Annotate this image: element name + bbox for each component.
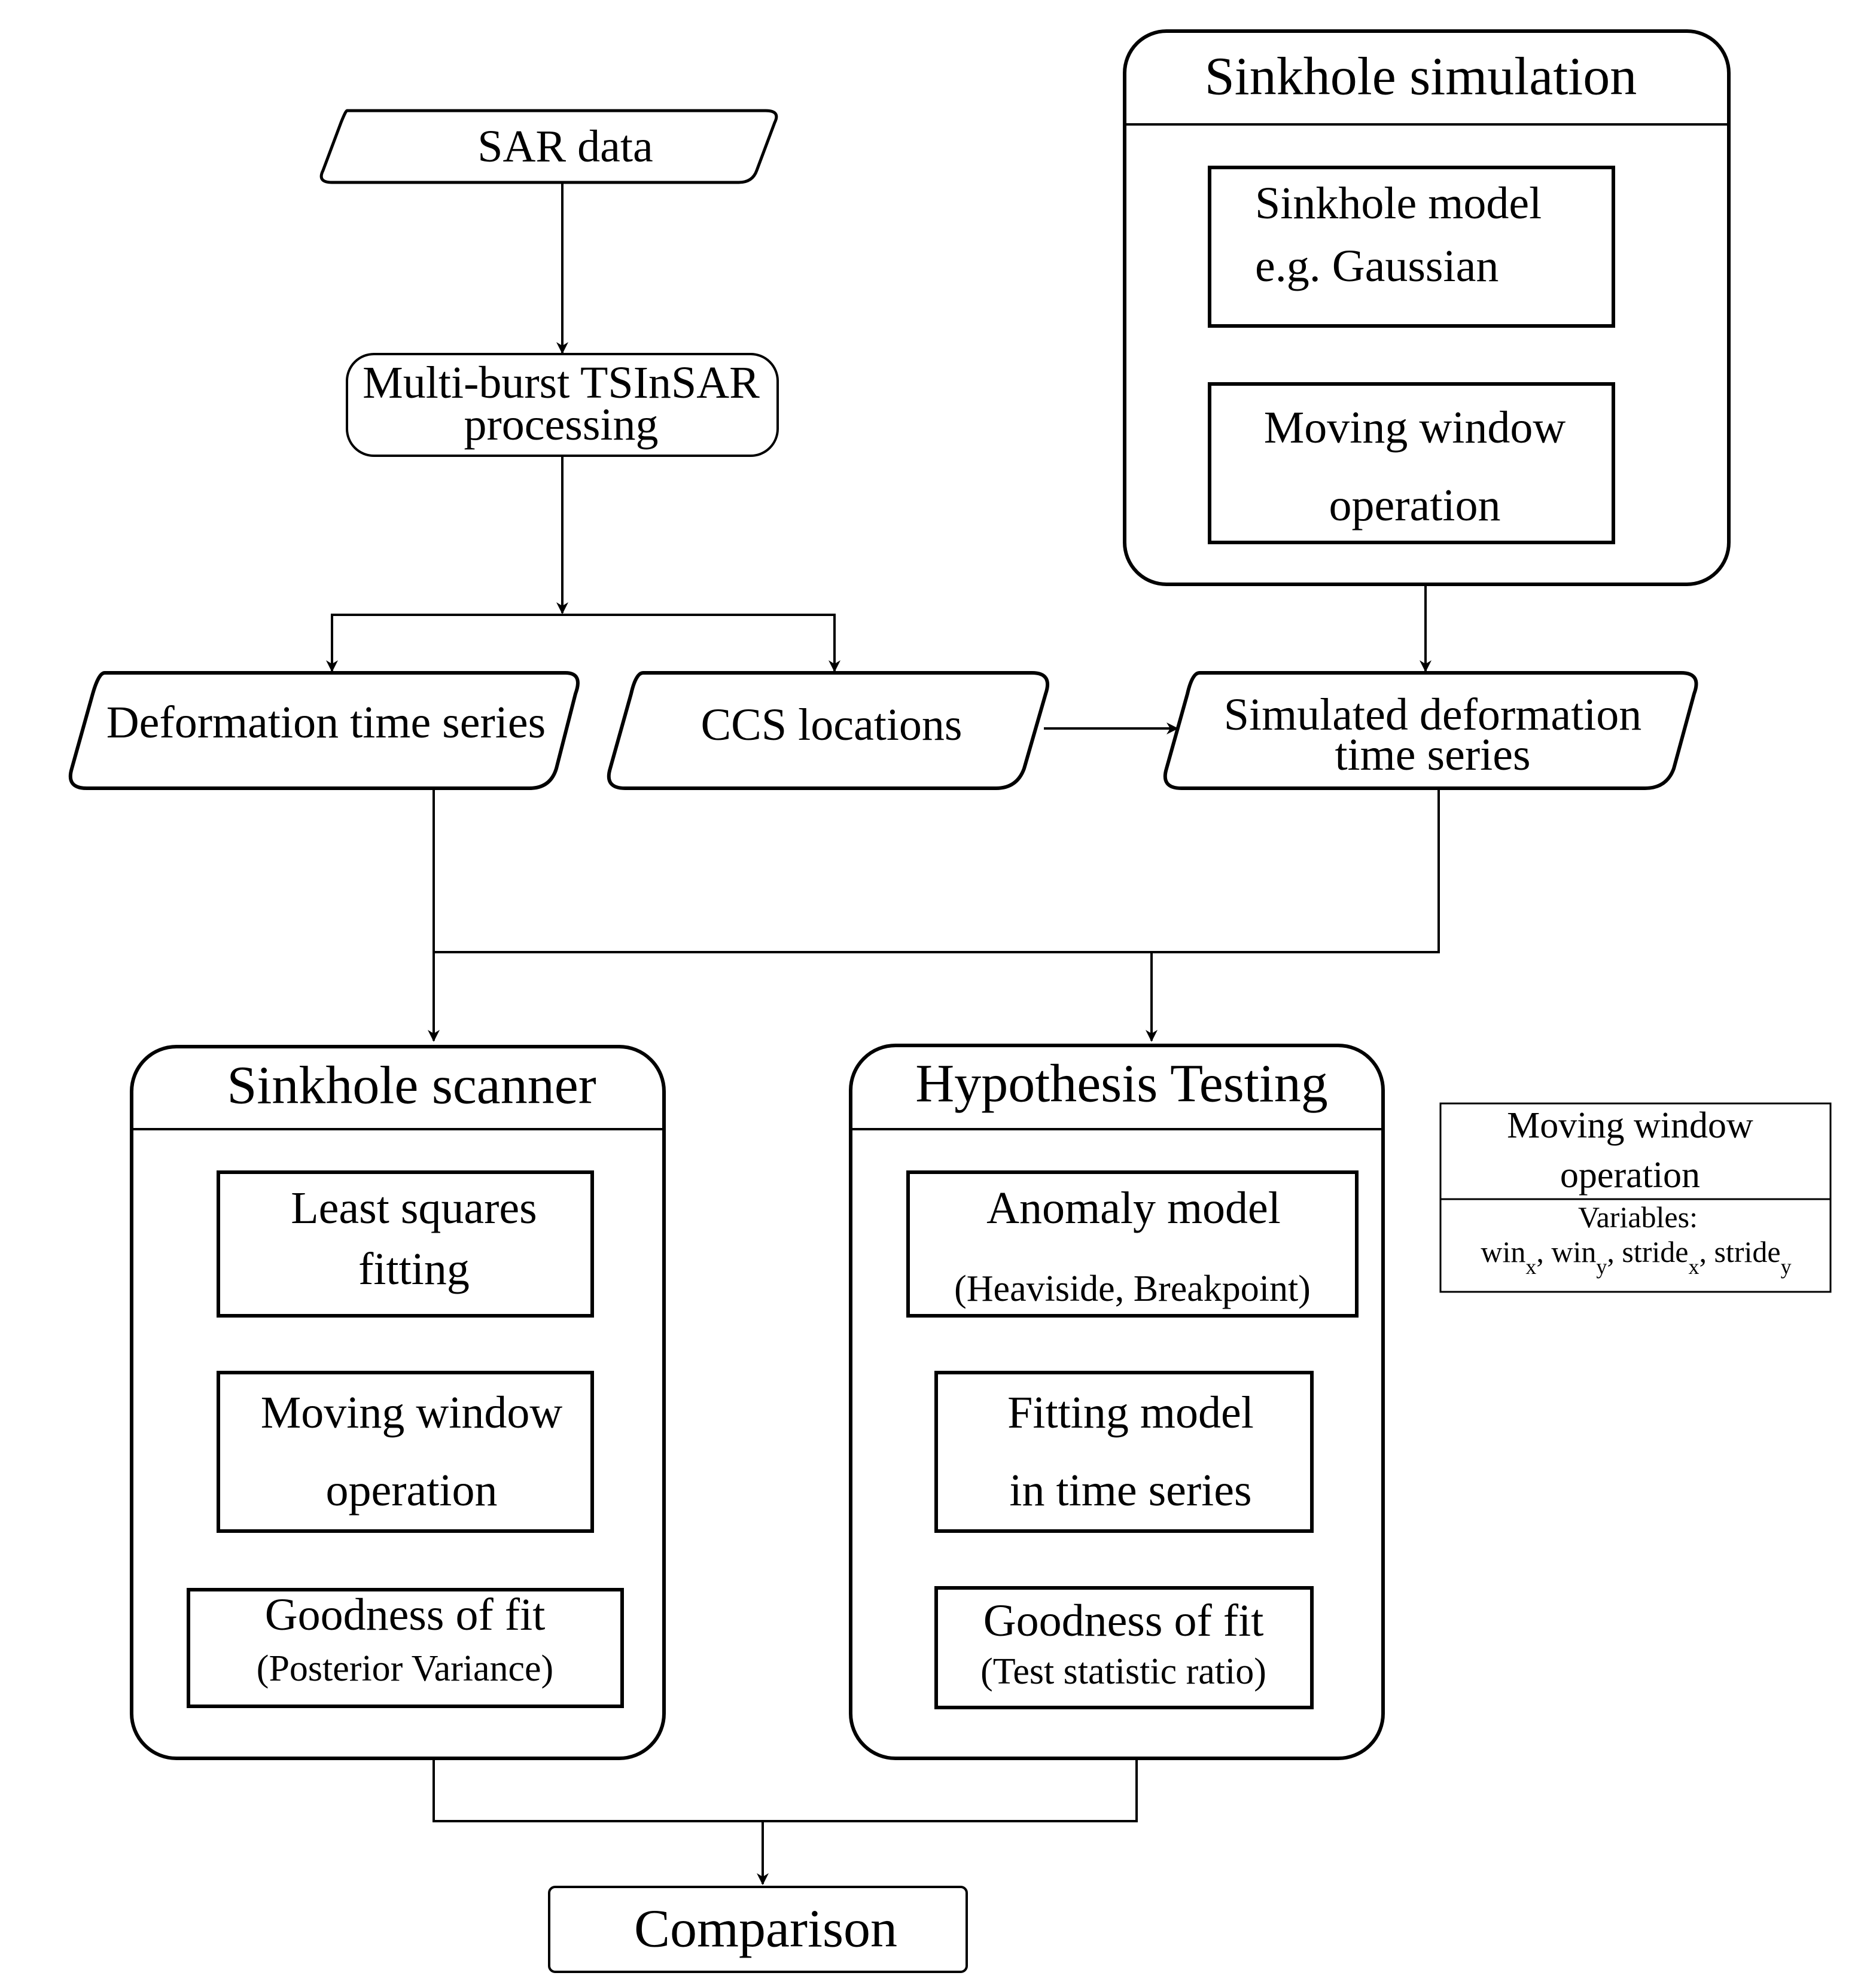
deformation-time-series-node: Deformation time series <box>68 671 580 790</box>
hypothesis-testing-container: Hypothesis Testing Anomaly model (Heavis… <box>849 1044 1385 1760</box>
legend-title-line2: operation <box>1560 1155 1700 1196</box>
sinkhole-model-line2: e.g. Gaussian <box>1255 241 1499 291</box>
sinkhole-simulation-container: Sinkhole simulation Sinkhole model e.g. … <box>1123 29 1731 586</box>
hypothesis-gof-line1: Goodness of fit <box>983 1596 1264 1646</box>
scanner-gof-line1: Goodness of fit <box>265 1590 546 1640</box>
fitting-model-box: Fitting model in time series <box>934 1371 1314 1533</box>
merge-bar <box>433 1760 1138 1822</box>
sinkhole-model-box: Sinkhole model e.g. Gaussian <box>1208 166 1615 328</box>
least-squares-box: Least squares fitting <box>217 1170 594 1318</box>
simulated-deformation-line1: Simulated deformation <box>1224 690 1642 740</box>
simulated-deformation-line2: time series <box>1335 730 1530 780</box>
scanner-moving-window-box: Moving window operation <box>217 1371 594 1533</box>
fitting-model-line1: Fitting model <box>1007 1388 1254 1438</box>
scanner-moving-line1: Moving window <box>261 1388 563 1438</box>
least-squares-line1: Least squares <box>291 1183 537 1233</box>
legend-variables-label: Variables: <box>1578 1200 1698 1234</box>
anomaly-model-line2: (Heaviside, Breakpoint) <box>954 1269 1311 1309</box>
line-simulated-down <box>434 788 1440 953</box>
tsinsar-label-line1: Multi-burst TSInSAR <box>363 358 760 408</box>
legend-title-line1: Moving window <box>1507 1105 1753 1146</box>
anomaly-model-box: Anomaly model (Heaviside, Breakpoint) <box>906 1170 1359 1318</box>
legend-box: Moving window operation Variables: winx,… <box>1439 1102 1832 1293</box>
sinkhole-scanner-container: Sinkhole scanner Least squares fitting M… <box>130 1045 666 1760</box>
sar-data-node: SAR data <box>319 109 778 184</box>
connectors <box>326 182 1440 1885</box>
comparison-label: Comparison <box>634 1899 897 1959</box>
sar-data-label: SAR data <box>477 121 653 172</box>
hypothesis-goodness-of-fit-box: Goodness of fit (Test statistic ratio) <box>934 1586 1314 1709</box>
fitting-model-line2: in time series <box>1009 1465 1251 1516</box>
hypothesis-gof-line2: (Test statistic ratio) <box>980 1651 1266 1692</box>
ccs-locations-node: CCS locations <box>607 671 1050 790</box>
legend-variables-list: winx, winy, stridex, stridey <box>1481 1235 1791 1279</box>
scanner-moving-line2: operation <box>325 1465 497 1516</box>
simulation-moving-line1: Moving window <box>1264 403 1566 453</box>
sinkhole-scanner-title: Sinkhole scanner <box>227 1056 596 1115</box>
ccs-locations-label: CCS locations <box>700 700 962 750</box>
simulation-moving-line2: operation <box>1329 480 1500 530</box>
sinkhole-simulation-title: Sinkhole simulation <box>1205 47 1637 106</box>
comparison-node: Comparison <box>548 1886 968 1973</box>
least-squares-line2: fitting <box>358 1244 470 1294</box>
scanner-goodness-of-fit-box: Goodness of fit (Posterior Variance) <box>187 1588 624 1708</box>
sinkhole-model-line1: Sinkhole model <box>1255 178 1542 228</box>
simulation-moving-window-box: Moving window operation <box>1208 382 1615 544</box>
split-bar <box>331 614 836 673</box>
hypothesis-testing-title: Hypothesis Testing <box>915 1054 1328 1114</box>
tsinsar-processing-node: Multi-burst TSInSAR processing <box>346 353 779 457</box>
simulated-deformation-node: Simulated deformation time series <box>1163 671 1698 790</box>
scanner-gof-line2: (Posterior Variance) <box>257 1648 553 1689</box>
anomaly-model-line1: Anomaly model <box>986 1183 1281 1233</box>
deformation-time-series-label: Deformation time series <box>106 697 546 748</box>
tsinsar-label-line2: processing <box>464 400 658 450</box>
